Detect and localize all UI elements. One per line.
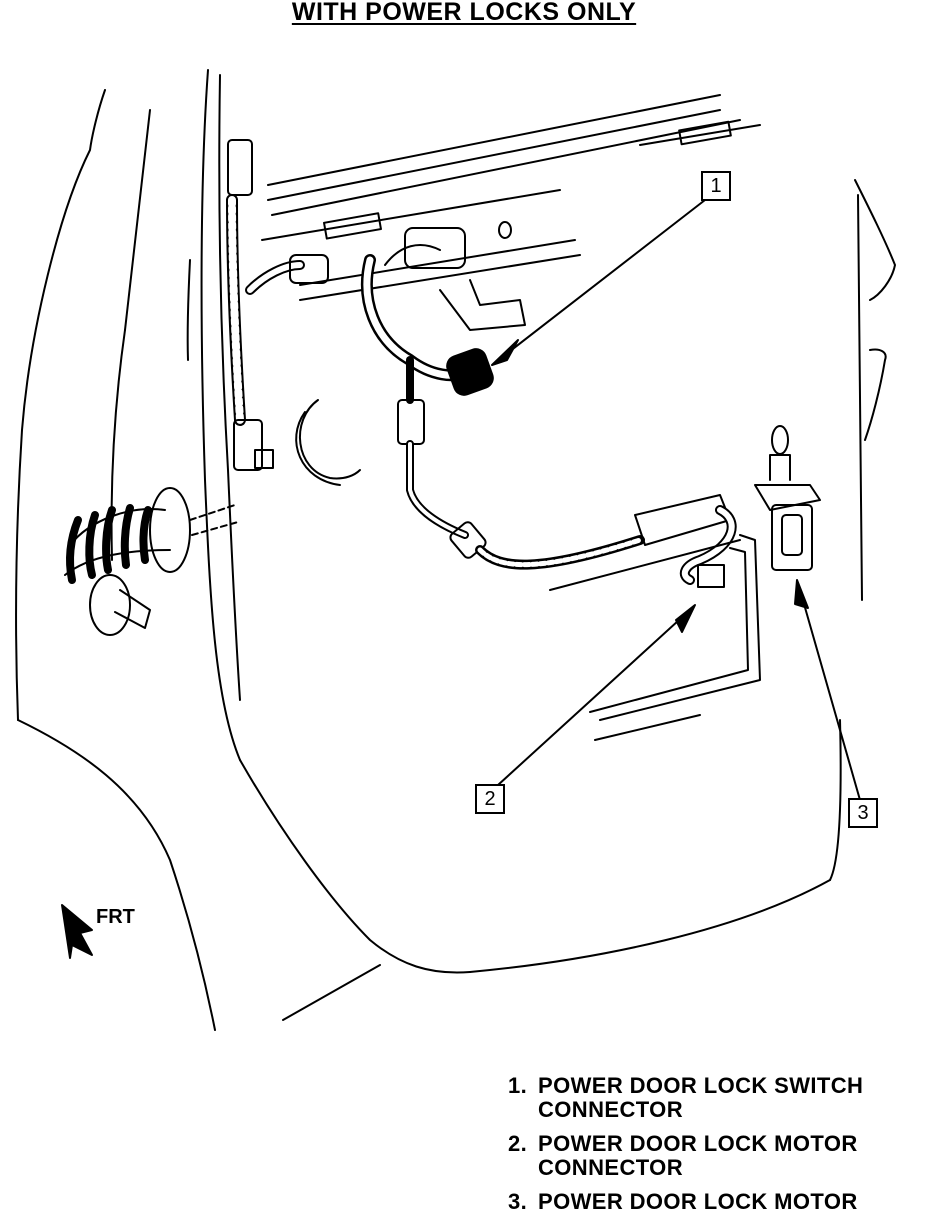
callout-2: 2 [475, 784, 505, 814]
legend-item-2: 2. POWER DOOR LOCK MOTOR CONNECTOR [508, 1132, 918, 1180]
callout-1: 1 [701, 171, 731, 201]
body-outline [15, 69, 896, 1031]
door-grommet-boot [64, 487, 239, 636]
legend: 1. POWER DOOR LOCK SWITCH CONNECTOR 2. P… [508, 1074, 918, 1224]
legend-number: 2. [508, 1131, 528, 1156]
legend-text: POWER DOOR LOCK SWITCH CONNECTOR [538, 1073, 864, 1122]
diagram-title: WITH POWER LOCKS ONLY [0, 0, 928, 27]
legend-number: 1. [508, 1073, 528, 1098]
door-belt-lines [261, 94, 761, 301]
leader-arrows [491, 199, 861, 801]
legend-text: POWER DOOR LOCK MOTOR CONNECTOR [538, 1131, 858, 1180]
pillar-harness [226, 139, 329, 471]
legend-number: 3. [508, 1189, 528, 1214]
diagram-title-text: WITH POWER LOCKS ONLY [291, 0, 637, 26]
lock-assembly [361, 227, 526, 396]
legend-text: POWER DOOR LOCK MOTOR [538, 1189, 858, 1214]
door-opening-arc [295, 399, 361, 486]
front-direction-label: FRT [96, 906, 135, 928]
lock-motor [754, 425, 821, 571]
legend-item-1: 1. POWER DOOR LOCK SWITCH CONNECTOR [508, 1074, 918, 1122]
callout-3: 3 [848, 798, 878, 828]
motor-harness [397, 356, 761, 741]
legend-item-3: 3. POWER DOOR LOCK MOTOR [508, 1190, 918, 1214]
front-direction-arrow-icon [61, 904, 93, 959]
